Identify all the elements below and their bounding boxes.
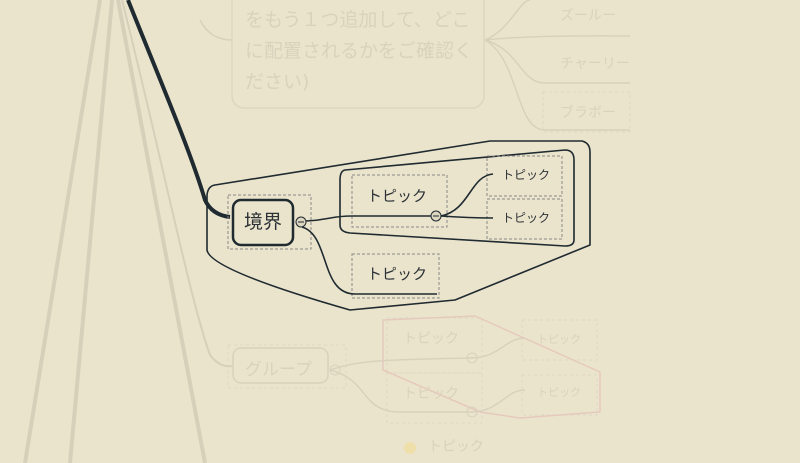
topic-box[interactable] xyxy=(351,174,448,228)
faded-topic-label[interactable]: トピック xyxy=(537,386,581,399)
topic-box[interactable] xyxy=(486,198,563,240)
topic-label[interactable]: トピック xyxy=(502,168,551,182)
inner-boundary[interactable] xyxy=(339,149,575,247)
focus-branch-line xyxy=(126,0,231,219)
faded-branch-lines xyxy=(23,0,233,463)
topic-charlie[interactable]: チャーリー xyxy=(560,56,630,72)
faded-topic-lines xyxy=(199,0,631,413)
topic-zulu[interactable]: ズールー xyxy=(560,8,616,24)
smiley-icon xyxy=(404,442,416,454)
group-label[interactable]: グループ xyxy=(245,360,312,380)
note-line: をもう１つ追加して、どこ xyxy=(245,9,471,31)
central-topic-box[interactable] xyxy=(231,198,295,247)
faded-topic-label[interactable]: トピック xyxy=(403,386,459,402)
note-line: に配置されるかをご確認く xyxy=(245,40,474,62)
faded-topic-box[interactable] xyxy=(542,91,631,133)
faded-topic-label[interactable]: トピック xyxy=(403,331,459,347)
topic-label[interactable]: トピック xyxy=(367,187,428,205)
topic-bravo[interactable]: ブラボー xyxy=(560,105,616,121)
topic-box[interactable] xyxy=(351,253,440,299)
faded-boundary[interactable] xyxy=(382,315,601,419)
faded-note-box[interactable] xyxy=(231,0,485,109)
topic-label[interactable]: トピック xyxy=(502,211,551,225)
central-topic-label[interactable]: 境界 xyxy=(244,211,283,233)
faded-note-text: をもう１つ追加して、どこ に配置されるかをご確認く ださい) xyxy=(245,5,473,98)
footer-topic-label[interactable]: トピック xyxy=(428,439,484,455)
note-line: ださい) xyxy=(245,71,310,93)
faded-group-box[interactable] xyxy=(232,347,329,384)
outer-boundary[interactable] xyxy=(206,140,591,311)
topic-label[interactable]: トピック xyxy=(367,265,428,283)
faded-topic-label[interactable]: トピック xyxy=(537,333,581,346)
